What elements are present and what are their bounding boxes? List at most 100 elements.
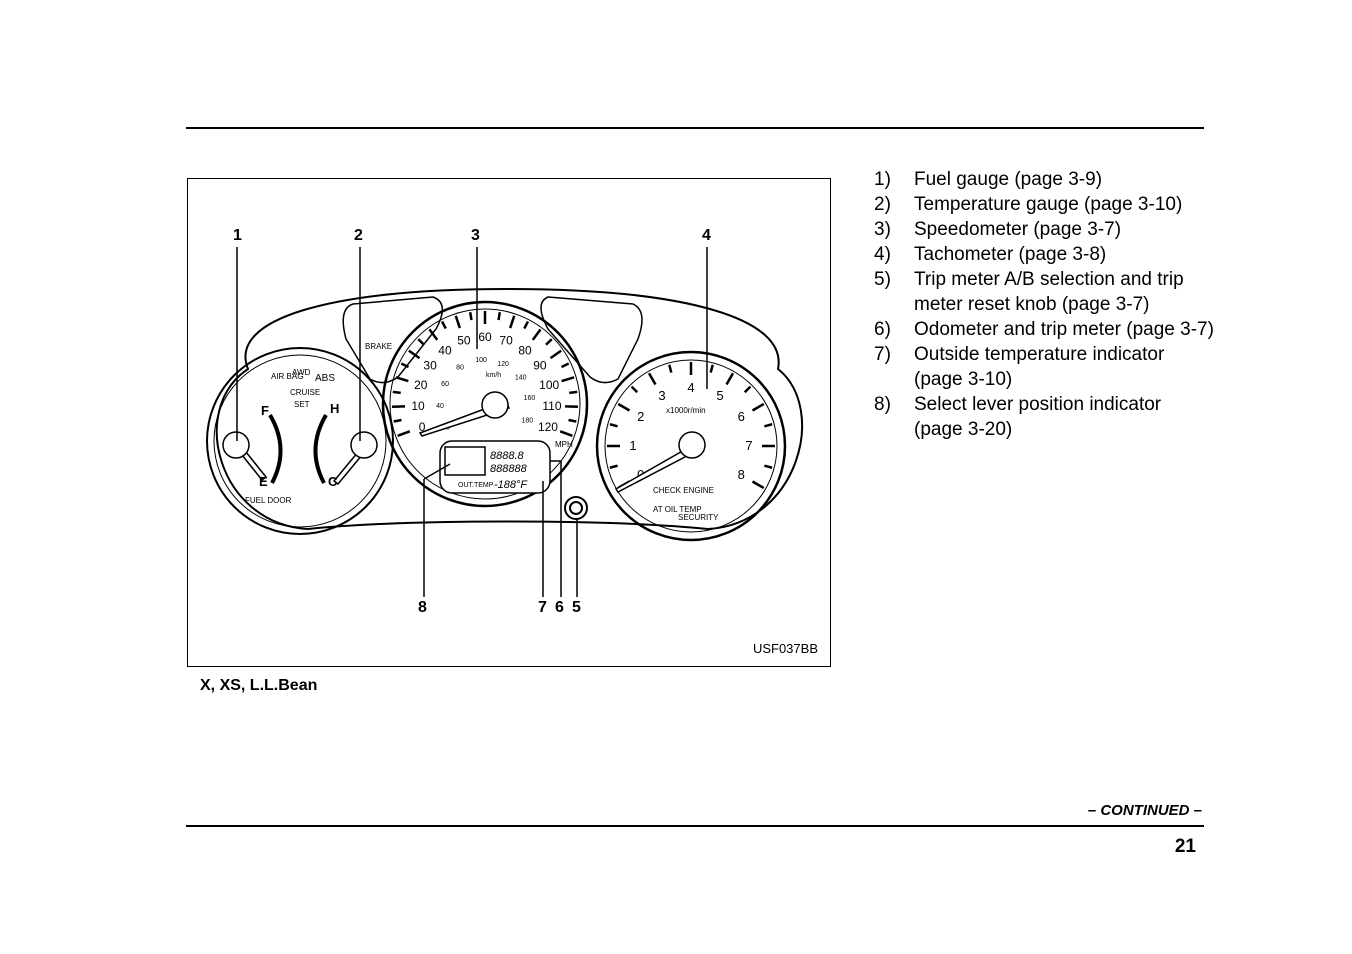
speedometer-tick xyxy=(400,362,410,369)
temp-scale xyxy=(313,413,328,484)
kmh-tick-label: 40 xyxy=(436,403,444,410)
tachometer-tick xyxy=(751,480,765,490)
check-engine-label: CHECK ENGINE xyxy=(653,486,714,495)
speedometer-ring xyxy=(381,300,589,508)
speedometer-labels: 0102030405060708090100110120204060801001… xyxy=(411,330,562,434)
legend-number: 6) xyxy=(874,319,891,340)
awd-label: AWD xyxy=(292,368,311,377)
figure-code: USF037BB xyxy=(752,641,818,656)
tachometer-tick-label: 8 xyxy=(738,467,745,482)
speedometer-tick-label: 10 xyxy=(411,399,425,413)
speedometer-ticks xyxy=(392,311,578,437)
speedometer-tick-label: 40 xyxy=(438,343,452,357)
legend-text: Speedometer (page 3-7) xyxy=(914,219,1122,240)
tachometer-tick xyxy=(709,364,714,373)
tachometer-ring xyxy=(595,350,787,542)
callout-3: 3 xyxy=(471,227,480,244)
legend-number: 1) xyxy=(874,169,891,190)
figure-caption: X, XS, L.L.Bean xyxy=(200,677,318,694)
callout-7: 7 xyxy=(538,599,547,616)
speedometer-tick-label: 30 xyxy=(423,359,437,373)
legend-item: 6)Odometer and trip meter (page 3-7) xyxy=(874,317,1214,342)
speedometer-tick xyxy=(397,430,411,437)
legend-text: Select lever position indicator (page 3-… xyxy=(914,394,1162,440)
cruise-label: CRUISE xyxy=(290,388,320,397)
temp-cold-label: C xyxy=(328,474,338,489)
legend-item: 2)Temperature gauge (page 3-10) xyxy=(874,192,1214,217)
legend-item: 8) Select lever position indicator (page … xyxy=(874,392,1214,442)
speedometer-tick xyxy=(560,362,570,369)
speedometer-tick-label: 120 xyxy=(538,420,558,434)
temp-hot-label: H xyxy=(330,401,339,416)
legend-item: 5) Trip meter A/B selection and trip mete… xyxy=(874,267,1214,317)
legend-number: 5) xyxy=(874,269,891,290)
speedometer-tick-label: 100 xyxy=(539,378,559,392)
tachometer-tick-label: 1 xyxy=(629,438,636,453)
speedometer-hub xyxy=(481,391,509,419)
tachometer-tick xyxy=(647,372,657,386)
speedometer-tick-label: 80 xyxy=(518,343,532,357)
top-rule xyxy=(186,127,1204,129)
odometer-readout: 888888 xyxy=(490,463,528,475)
fuel-hub xyxy=(222,431,250,459)
tachometer-tick-label: 6 xyxy=(738,409,745,424)
fuel-temp-gauge-ring xyxy=(206,347,394,535)
tachometer-ticks xyxy=(607,362,775,490)
kmh-tick-label: 180 xyxy=(521,417,533,424)
kmh-tick-label: 160 xyxy=(524,395,536,402)
turn-lamp-pod xyxy=(540,296,643,384)
legend-item: 7)Outside temperature indicator (page 3-… xyxy=(874,342,1214,392)
at-oil-temp-label: AT OIL TEMP xyxy=(653,505,702,514)
speedometer-tick xyxy=(508,315,516,329)
security-label: SECURITY xyxy=(678,513,719,522)
tachometer-tick xyxy=(668,364,673,373)
speedometer-tick xyxy=(428,328,439,341)
kmh-tick-label: 60 xyxy=(441,381,449,388)
abs-label: ABS xyxy=(315,373,335,384)
speedometer-tick xyxy=(531,328,542,341)
legend-text: Tachometer (page 3-8) xyxy=(914,244,1107,265)
tachometer-tick xyxy=(609,423,618,428)
speedometer-tick-label: 110 xyxy=(542,399,561,413)
callout-2: 2 xyxy=(354,227,363,244)
instrument-cluster-figure: 0102030405060708090100110120204060801001… xyxy=(187,178,831,667)
set-label: SET xyxy=(294,400,310,409)
speedometer-tick xyxy=(523,320,530,330)
temp-hub xyxy=(350,431,378,459)
speedometer-tick xyxy=(549,349,562,360)
fuel-empty-label: E xyxy=(259,474,268,489)
speedometer-tick xyxy=(395,376,409,383)
callout-5: 5 xyxy=(572,599,581,616)
speedometer-tick xyxy=(569,390,578,395)
speedometer-tick-label: 0 xyxy=(419,420,426,434)
speedometer-tick xyxy=(454,315,462,329)
speedometer-tick xyxy=(497,311,502,321)
tachometer-tick-label: 3 xyxy=(658,388,665,403)
legend-number: 2) xyxy=(874,194,891,215)
legend-number: 4) xyxy=(874,244,891,265)
fuel-door-label: FUEL DOOR xyxy=(245,496,292,505)
tachometer-tick-label: 5 xyxy=(716,388,723,403)
legend-number: 8) xyxy=(874,394,891,415)
tachometer-tick xyxy=(743,385,752,394)
bottom-rule xyxy=(186,825,1204,827)
callout-6: 6 xyxy=(555,599,564,616)
speedometer-tick xyxy=(545,338,553,346)
speedometer-tick-label: 50 xyxy=(457,333,471,347)
legend-list: 1)Fuel gauge (page 3-9) 2)Temperature ga… xyxy=(874,167,1214,442)
tachometer-hub xyxy=(678,431,706,459)
cluster-illustration: 0102030405060708090100110120204060801001… xyxy=(206,247,803,597)
kmh-tick-label: 100 xyxy=(475,357,487,364)
callout-8: 8 xyxy=(418,599,427,616)
tachometer-tick xyxy=(751,402,765,412)
legend-text: Trip meter A/B selection and trip meter … xyxy=(914,269,1184,315)
speedometer-tick xyxy=(568,418,577,423)
continued-marker: – CONTINUED – xyxy=(1087,802,1202,819)
tachometer-tick xyxy=(630,385,639,394)
legend-item: 3)Speedometer (page 3-7) xyxy=(874,217,1214,242)
tachometer-tick xyxy=(617,402,631,412)
speedometer-tick xyxy=(417,338,425,346)
tachometer-tick-label: 7 xyxy=(745,438,752,453)
tachometer-tick-label: 2 xyxy=(637,409,644,424)
tachometer-tick-label: 4 xyxy=(687,380,694,395)
